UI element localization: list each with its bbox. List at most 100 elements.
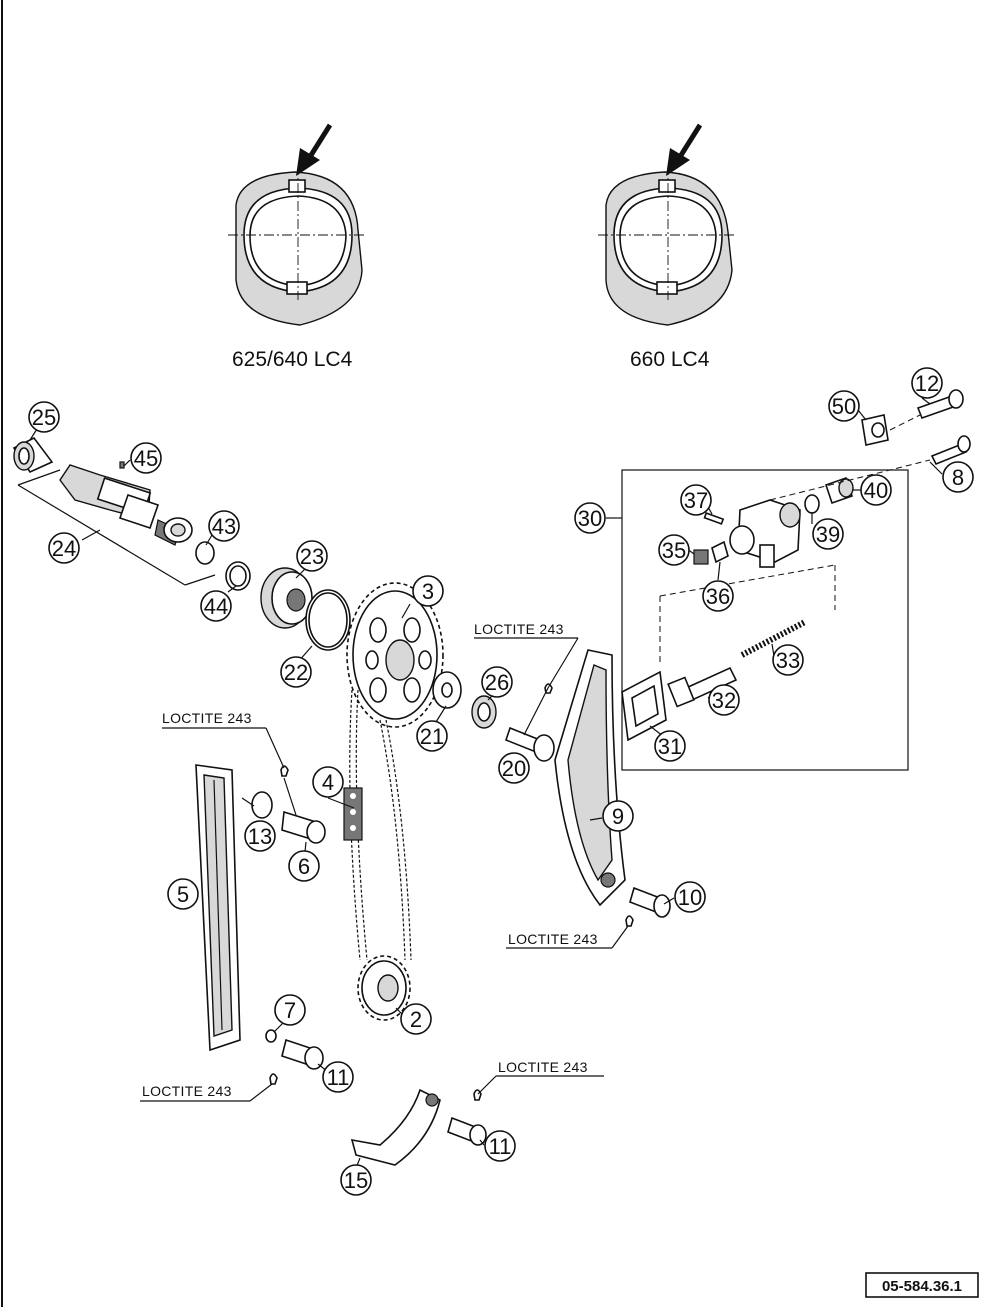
loctite-label-top: LOCTITE 243 [474, 621, 564, 637]
callout-40: 40 [860, 474, 892, 506]
callout-50: 50 [828, 390, 860, 422]
svg-text:20: 20 [502, 756, 526, 781]
bolt-20 [505, 726, 555, 762]
bolt-11a [265, 1029, 324, 1070]
svg-text:5: 5 [177, 882, 189, 907]
cam-sprocket-3 [346, 582, 444, 728]
callout-3: 3 [412, 575, 444, 607]
callout-32: 32 [708, 684, 740, 716]
loctite-drop [269, 1073, 278, 1085]
bolt-10 [629, 886, 671, 918]
loctite-label-bottom-left: LOCTITE 243 [142, 1083, 232, 1099]
callout-21: 21 [416, 720, 448, 752]
svg-text:30: 30 [578, 506, 602, 531]
variant-caption-left: 625/640 LC4 [232, 348, 353, 371]
block-35 [693, 549, 709, 565]
svg-text:22: 22 [284, 660, 308, 685]
callout-30: 30 [574, 502, 606, 534]
svg-text:31: 31 [658, 734, 682, 759]
callout-2: 2 [400, 1003, 432, 1035]
timing-chain-4 [343, 689, 412, 961]
loctite-label-bottom-right: LOCTITE 243 [498, 1059, 588, 1075]
callout-39: 39 [812, 518, 844, 550]
callout-9: 9 [602, 800, 634, 832]
svg-text:9: 9 [612, 804, 624, 829]
bolt-32 [667, 666, 738, 708]
svg-text:32: 32 [712, 688, 736, 713]
loctite-label-right: LOCTITE 243 [508, 931, 598, 947]
svg-text:8: 8 [952, 465, 964, 490]
callout-11b: 11 [484, 1130, 516, 1162]
svg-text:13: 13 [248, 824, 272, 849]
svg-text:26: 26 [485, 670, 509, 695]
tensioner-group-box [621, 469, 909, 771]
camshaft-group [12, 436, 251, 591]
loctite-label-left: LOCTITE 243 [162, 710, 252, 726]
callout-36: 36 [702, 580, 734, 612]
plug-40 [824, 476, 854, 505]
svg-text:44: 44 [204, 594, 228, 619]
callout-11a: 11 [322, 1061, 354, 1093]
svg-text:43: 43 [212, 514, 236, 539]
callout-5: 5 [167, 878, 199, 910]
svg-text:4: 4 [322, 770, 334, 795]
svg-text:6: 6 [298, 854, 310, 879]
ring-13 [251, 791, 273, 819]
svg-text:21: 21 [420, 724, 444, 749]
gasket-31 [621, 670, 667, 742]
snap-ring-22-inner [308, 592, 348, 648]
detail-660: 660 LC4 [598, 123, 736, 371]
callout-37: 37 [680, 484, 712, 516]
callout-15: 15 [340, 1164, 372, 1196]
loctite-drop [280, 765, 289, 777]
svg-text:36: 36 [706, 584, 730, 609]
callout-31: 31 [654, 730, 686, 762]
svg-text:12: 12 [915, 371, 939, 396]
callout-43: 43 [208, 510, 240, 542]
callout-7: 7 [274, 994, 306, 1026]
callout-23: 23 [296, 540, 328, 572]
reference-code: 05-584.36.1 [882, 1278, 962, 1295]
chain-guide-5 [195, 764, 241, 1052]
clip-50 [861, 414, 889, 446]
crank-sprocket-2 [357, 955, 411, 1021]
svg-text:11: 11 [327, 1065, 350, 1090]
pin-6 [281, 810, 326, 844]
svg-text:37: 37 [684, 488, 708, 513]
spring-36 [711, 540, 729, 564]
svg-text:2: 2 [410, 1007, 422, 1032]
svg-text:10: 10 [678, 885, 702, 910]
callout-35: 35 [658, 534, 690, 566]
tensioner-rail-9 [554, 649, 626, 907]
callout-4: 4 [312, 766, 344, 798]
callout-44: 44 [200, 590, 232, 622]
svg-text:7: 7 [284, 998, 296, 1023]
svg-text:23: 23 [300, 544, 324, 569]
callout-20: 20 [498, 752, 530, 784]
loctite-drop [625, 915, 634, 927]
svg-text:35: 35 [662, 538, 686, 563]
callout-45: 45 [130, 442, 162, 474]
callout-26: 26 [481, 666, 513, 698]
svg-text:24: 24 [52, 536, 76, 561]
callout-25: 25 [28, 401, 60, 433]
screw-8 [930, 435, 971, 466]
svg-text:50: 50 [832, 394, 856, 419]
svg-text:25: 25 [32, 405, 56, 430]
callout-33: 33 [772, 644, 804, 676]
callout-22: 22 [280, 656, 312, 688]
tensioner-body [729, 499, 801, 568]
callout-6: 6 [288, 850, 320, 882]
callout-24: 24 [48, 532, 80, 564]
svg-text:11: 11 [489, 1134, 512, 1159]
bolt-11b [447, 1116, 487, 1146]
arrow-pointer-icon [666, 123, 703, 176]
callout-12: 12 [911, 367, 943, 399]
pin-37 [703, 512, 725, 525]
arrow-pointer-icon [296, 123, 333, 176]
screw-12 [916, 389, 964, 420]
svg-text:45: 45 [134, 446, 158, 471]
svg-text:33: 33 [776, 648, 800, 673]
bearing-23 [260, 567, 313, 629]
